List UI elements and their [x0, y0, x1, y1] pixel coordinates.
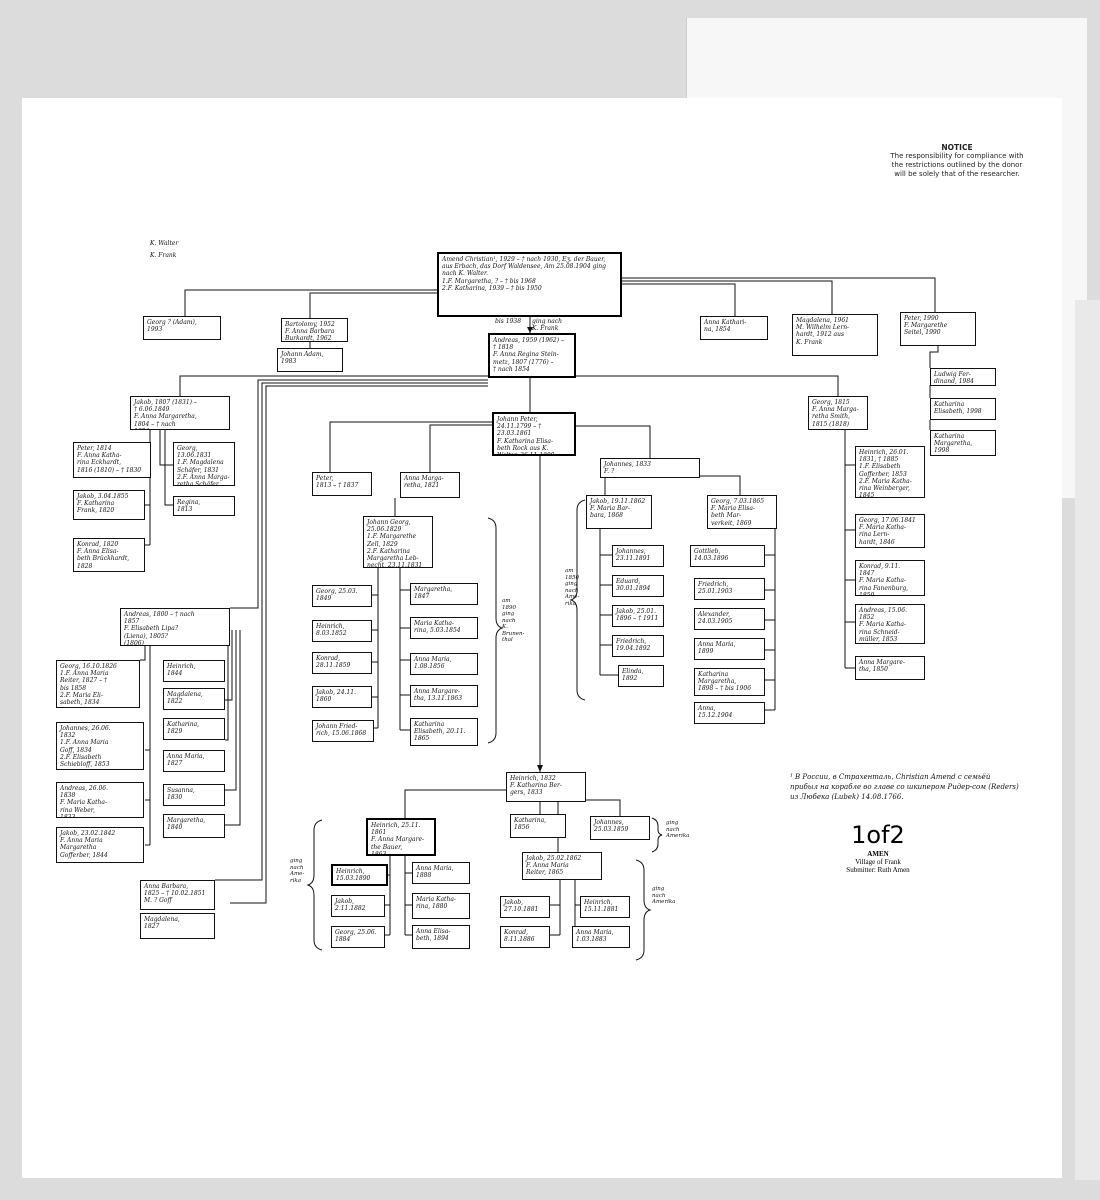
edge-note: bis 1938 — [495, 318, 522, 325]
person-box: Andreas, 26.06. 1838 F. Maria Katha- rin… — [56, 782, 144, 818]
person-box: Jakob, 27.10.1881 — [500, 896, 550, 918]
person-box: Magdalena, 1827 — [140, 913, 215, 939]
header-note-walter: K. Walter — [150, 240, 179, 247]
person-box: Johann Adam, 1983 — [277, 348, 343, 372]
person-box: Anna Margare- tha, 1850 — [855, 656, 925, 680]
edge-note: ging nach Ame- rika — [290, 858, 305, 884]
person-box: Johann Georg, 25.06.1829 1.F. Margarethe… — [363, 516, 433, 568]
edge-note: ging nach Amerika — [652, 886, 676, 905]
person-box: Johann Fried- rich, 15.06.1868 — [312, 720, 374, 742]
person-box: Konrad, 9.11. 1847 F. Maria Katha- rina … — [855, 560, 925, 596]
person-box: Katharina Elisabeth, 1998 — [930, 398, 996, 420]
person-box: Johann Peter, 24.11.1799 – † 23.03.1861 … — [492, 412, 576, 456]
person-box: Johannes, 26.06. 1832 1.F. Anna Maria Go… — [56, 722, 144, 770]
person-box: Elinda, 1892 — [618, 665, 664, 687]
person-box: Anna Maria, 1888 — [412, 862, 470, 884]
notice-text: The responsibility for compliance with t… — [890, 152, 1024, 178]
edge-note: am 1890 ging nach K. Brunen- thal — [502, 598, 525, 643]
person-box: Jakob, 19.11.1862 F. Maria Bar- bara, 18… — [586, 495, 652, 529]
person-box: Georg, 25.03. 1849 — [312, 585, 372, 607]
person-box: Jakob, 3.04.1855 F. Katharina Frank, 182… — [73, 490, 145, 520]
person-box: Georg ? (Adam), 1993 — [143, 316, 221, 340]
person-box: Heinrich, 1832 F. Katharina Ber- gers, 1… — [506, 772, 586, 802]
person-box: Johannes, 25.03.1859 — [590, 816, 650, 840]
person-box: Ludwig Fer- dinand, 1984 — [930, 368, 996, 386]
submitter: Submitter: Ruth Amen — [846, 866, 910, 874]
person-box: Anna, 15.12.1904 — [694, 702, 765, 724]
person-box: Jakob, 1807 (1831) – † 6.06.1849 F. Anna… — [130, 396, 230, 430]
person-box: Katharina Margaretha, 1998 — [930, 430, 996, 456]
edge-note: am 1850 ging nach Ame- rika — [565, 568, 580, 607]
person-box: Anna Elisa- beth, 1894 — [412, 925, 470, 949]
person-box: Heinrich, 15.11.1881 — [580, 896, 630, 918]
person-box: Andreas, 1800 – † nach 1857 F. Elisabeth… — [120, 608, 230, 646]
person-box: Anna Barbara, 1825 – † 10.02.1851 M. ? G… — [140, 880, 215, 910]
person-box: Johannes, 1833 F. ? — [600, 458, 700, 478]
person-box: Friedrich, 19.04.1892 — [612, 635, 664, 657]
page-count: 1of2 — [851, 821, 905, 849]
person-box: Jakob, 23.02.1842 F. Anna Maria Margaret… — [56, 827, 144, 863]
person-box: Bartolomy, 1952 F. Anna Barbara Burkardt… — [281, 318, 348, 342]
person-box: Jakob, 25.02.1862 F. Anna Maria Reiter, … — [522, 852, 602, 880]
person-box: Anna Marga- retha, 1821 — [400, 472, 460, 498]
edge-note: ging nach Amerika — [666, 820, 690, 839]
person-box: Amend Christian¹, 1929 – † nach 1930, Eʒ… — [437, 252, 622, 317]
person-box: Margaretha, 1840 — [163, 814, 225, 838]
person-box: Georg, 17.06.1841 F. Maria Katha- rina L… — [855, 514, 925, 548]
footnote: ¹ В России, в Страхенталь, Christian Ame… — [790, 773, 1019, 801]
person-box: Georg, 16.10.1826 1.F. Anna Maria Reiter… — [56, 660, 140, 708]
surname: AMEN — [867, 850, 889, 858]
person-box: Peter, 1814 F. Anna Katha- rina Eckhardt… — [73, 442, 151, 478]
person-box: Eduard, 30.01.1894 — [612, 575, 664, 597]
person-box: Anna Maria, 1827 — [163, 750, 225, 772]
person-box: Anna Kathari- na, 1854 — [700, 316, 768, 340]
person-box: Georg, 25.06. 1884 — [331, 926, 385, 948]
person-box: Regina, 1813 — [173, 496, 235, 516]
person-box: Magdalena, 1961 M. Wilhelm Lern- hardt, … — [792, 314, 878, 356]
notice-title: NOTICE — [941, 143, 973, 152]
person-box: Heinrich, 8.03.1852 — [312, 620, 372, 642]
person-box: Heinrich, 26.01. 1831, † 1885 1.F. Elisa… — [855, 446, 925, 498]
person-box: Friedrich, 25.01.1903 — [694, 578, 765, 600]
person-box: Peter, 1990 F. Margarethe Seitel, 1990 — [900, 312, 976, 346]
person-box: Katharina, 1856 — [510, 814, 566, 838]
person-box: Anna Margare- tha, 13.11.1863 — [410, 685, 478, 707]
person-box: Konrad, 1820 F. Anna Elisa- beth Brückha… — [73, 538, 145, 572]
village: Village of Frank — [855, 858, 901, 866]
person-box: Anna Maria, 1.08.1856 — [410, 653, 478, 675]
person-box: Heinrich, 15.03.1890 — [331, 864, 388, 886]
person-box: Anna Maria, 1899 — [694, 638, 765, 660]
header-note-frank: K. Frank — [150, 252, 177, 259]
person-box: Konrad, 8.11.1886 — [500, 926, 550, 948]
person-box: Maria Katha- rina, 5.03.1854 — [410, 617, 478, 639]
person-box: Magdalena, 1822 — [163, 688, 225, 710]
person-box: Jakob, 2.11.1882 — [331, 895, 385, 917]
person-box: Andreas, 1959 (1962) – † 1818 F. Anna Re… — [488, 333, 576, 378]
person-box: Alexander, 24.03.1905 — [694, 608, 765, 630]
person-box: Johannes, 23.11.1891 — [612, 545, 664, 567]
right-edge-strip — [1075, 300, 1100, 1180]
person-box: Jakob, 24.11. 1860 — [312, 686, 372, 708]
person-box: Margaretha, 1847 — [410, 583, 478, 605]
notice-block: NOTICE The responsibility for compliance… — [888, 143, 1026, 179]
person-box: Maria Katha- rina, 1880 — [412, 893, 470, 919]
person-box: Georg, 7.03.1865 F. Maria Elisa- beth Ma… — [707, 495, 777, 529]
person-box: Georg, 1815 F. Anna Marga- retha Smith, … — [808, 396, 868, 430]
submission-stamp: 1of2 AMEN Village of Frank Submitter: Ru… — [818, 820, 938, 874]
person-box: Susanna, 1830 — [163, 784, 225, 806]
person-box: Katharina, 1829 — [163, 718, 225, 740]
person-box: Gottlieb, 14.03.1896 — [690, 545, 765, 567]
edge-note: ging nach K. Frank — [532, 318, 563, 332]
person-box: Katharina Margaretha, 1898 – † bis 1906 — [694, 668, 765, 696]
person-box: Peter, 1813 – † 1837 — [312, 472, 372, 496]
person-box: Katharina Elisabeth, 20.11. 1865 — [410, 718, 478, 746]
person-box: Anna Maria, 1.03.1883 — [572, 926, 630, 948]
person-box: Jakob, 25.01. 1896 – † 1911 — [612, 605, 664, 627]
person-box: Konrad, 28.11.1859 — [312, 652, 372, 674]
person-box: Heinrich, 25.11. 1861 F. Anna Margare- t… — [366, 818, 436, 856]
person-box: Andreas, 15.06. 1852 F. Maria Katha- rin… — [855, 604, 925, 644]
person-box: Georg, 13.06.1831 1.F. Magdalena Schäfer… — [173, 442, 235, 486]
person-box: Heinrich, 1844 — [163, 660, 225, 682]
